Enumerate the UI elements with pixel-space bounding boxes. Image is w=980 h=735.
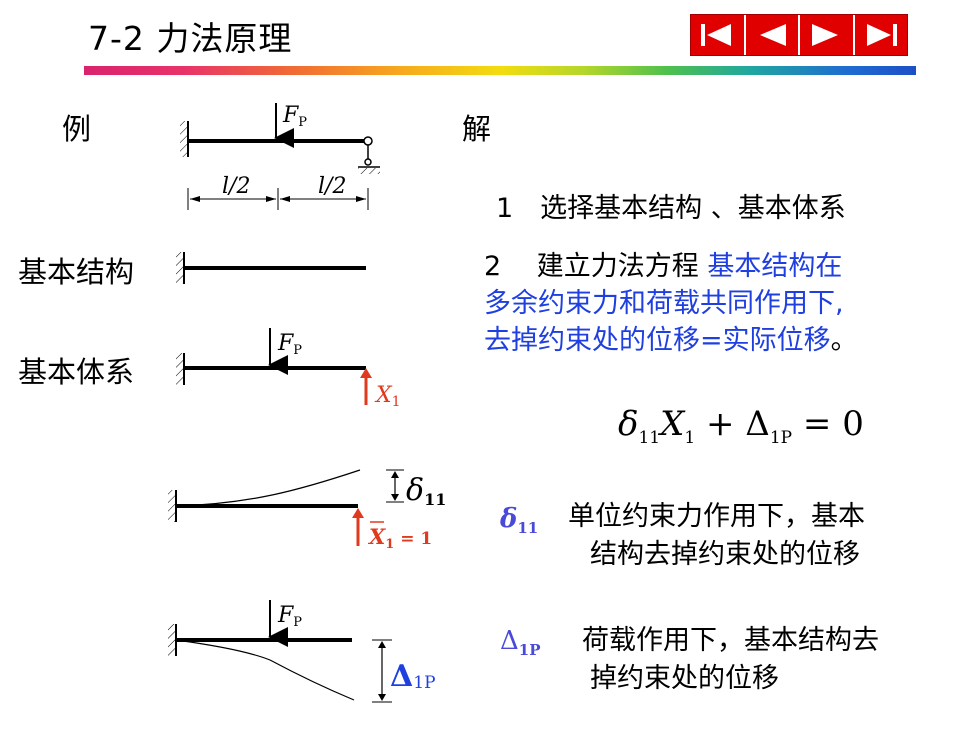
basic-system-label: 基本体系 bbox=[18, 355, 135, 389]
next-icon bbox=[812, 24, 839, 46]
example-beam: FP l/2 l/2 bbox=[180, 103, 380, 210]
first-slide-button[interactable] bbox=[691, 15, 746, 55]
page-title: 7-2 力法原理 bbox=[88, 19, 293, 58]
step-1: 1 选择基本结构 、基本体系 bbox=[496, 193, 846, 224]
basic-system-beam: FP X1 bbox=[176, 328, 401, 410]
fp-label: FP bbox=[282, 103, 307, 130]
rainbow-divider bbox=[84, 66, 916, 75]
first-icon bbox=[701, 24, 732, 46]
solution-label: 解 bbox=[462, 112, 492, 146]
prev-icon bbox=[759, 24, 786, 46]
basic-structure-beam bbox=[176, 252, 366, 284]
delta11-symbol: δ11 bbox=[500, 504, 539, 538]
step-2: 2 建立力法方程 基本结构在 多余约束力和荷载共同作用下, 去掉约束处的位移=实… bbox=[484, 251, 858, 356]
force-method-equation: δ11X1 + Δ1P = 0 bbox=[618, 404, 864, 448]
slide-navigation bbox=[690, 14, 908, 56]
half-length-right: l/2 bbox=[318, 174, 346, 199]
Delta1p-definition: 荷载作用下，基本结构去 掉约束处的位移 bbox=[582, 625, 879, 694]
svg-text:FP: FP bbox=[277, 603, 302, 630]
delta11-definition: 单位约束力作用下，基本 结构去掉约束处的位移 bbox=[568, 501, 865, 570]
last-slide-button[interactable] bbox=[855, 15, 908, 55]
load-deflection-figure: FP Δ1P bbox=[168, 600, 436, 703]
last-icon bbox=[866, 24, 897, 46]
next-slide-button[interactable] bbox=[800, 15, 855, 55]
prev-slide-button[interactable] bbox=[746, 15, 800, 55]
half-length-left: l/2 bbox=[222, 174, 250, 199]
delta11-label: δ11 bbox=[406, 473, 446, 509]
svg-text:FP: FP bbox=[277, 331, 302, 358]
Delta1p-symbol: Δ1P bbox=[500, 626, 541, 660]
Delta1p-label: Δ1P bbox=[390, 659, 436, 694]
example-label: 例 bbox=[62, 112, 92, 146]
structural-diagrams: FP l/2 l/2 FP X1 bbox=[168, 103, 446, 703]
basic-structure-label: 基本结构 bbox=[18, 255, 135, 289]
unit-force-deflection-figure: δ11 X1 = 1 bbox=[168, 469, 446, 552]
x1-label: X1 bbox=[374, 383, 401, 410]
unit-force-label: X1 = 1 bbox=[367, 524, 432, 552]
